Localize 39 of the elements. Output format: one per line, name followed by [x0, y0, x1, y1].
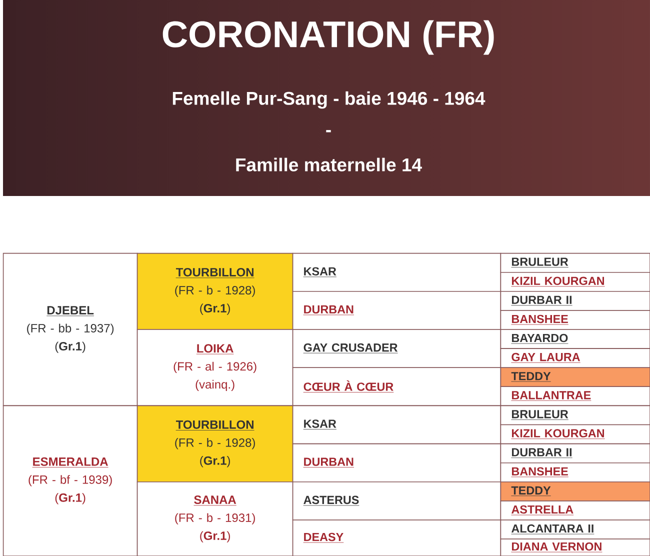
- node-label: KIZIL KOURGAN: [512, 276, 604, 286]
- pedigree-cell: GAY LAURA: [500, 348, 650, 368]
- node-label: DEASY: [304, 532, 344, 542]
- pedigree-cell: BAYARDO: [500, 329, 650, 349]
- pedigree-cell: ESMERALDA (FR - bf - 1939) (Gr.1): [2, 405, 138, 556]
- pedigree-cell: KIZIL KOURGAN: [500, 272, 650, 292]
- subtitle: Femelle Pur-Sang - baie 1946 - 1964: [172, 91, 486, 109]
- pedigree-cell: LOIKA (FR - al - 1926) (vainq.): [136, 329, 294, 406]
- pedigree-cell: DURBAR II: [500, 443, 650, 464]
- pedigree-cell: BANSHEE: [500, 462, 650, 482]
- subtitle: Famille maternelle 14: [236, 158, 422, 172]
- pedigree-cell: TOURBILLON (FR - b - 1928) (Gr.1): [136, 405, 294, 482]
- pedigree-cell: SANAA (FR - b - 1931) (Gr.1): [136, 482, 294, 556]
- pedigree-cell: ASTRELLA: [500, 500, 650, 520]
- pedigree-cell: TEDDY: [500, 482, 650, 502]
- node-label: BALLANTRAE: [512, 391, 591, 400]
- pedigree-cell: BALLANTRAE: [500, 386, 650, 406]
- pedigree-cell: BRULEUR: [500, 405, 650, 426]
- pedigree-cell: TOURBILLON (FR - b - 1928) (Gr.1): [136, 252, 294, 330]
- pedigree-cell: KSAR: [292, 252, 502, 292]
- pedigree-cell: CŒUR À CŒUR: [292, 367, 502, 406]
- node-label: (FR - b - 1931): [175, 513, 255, 524]
- pedigree-cell: KSAR: [292, 405, 502, 444]
- pedigree-cell: DIANA VERNON: [500, 538, 650, 556]
- pedigree-cell: BRULEUR: [500, 252, 650, 273]
- pedigree-cell: DJEBEL (FR - bb - 1937) (Gr.1): [2, 252, 138, 406]
- node-label: BANSHEE: [512, 314, 568, 324]
- pedigree-cell: DURBAR II: [500, 291, 650, 311]
- separator-text: -: [326, 130, 331, 132]
- node-label: ASTRELLA: [512, 505, 574, 514]
- node-label: (Gr.1): [200, 531, 230, 542]
- node-label: SANAA: [194, 496, 236, 504]
- pedigree-cell: TEDDY: [500, 367, 650, 388]
- pedigree-cell: ALCANTARA II: [500, 520, 650, 540]
- pedigree-cell: KIZIL KOURGAN: [500, 424, 650, 444]
- node-label: KIZIL KOURGAN: [512, 429, 604, 438]
- title: CORONATION (FR): [162, 20, 494, 55]
- pedigree-cell: BANSHEE: [500, 310, 650, 330]
- pedigree-cell: DURBAN: [292, 443, 502, 482]
